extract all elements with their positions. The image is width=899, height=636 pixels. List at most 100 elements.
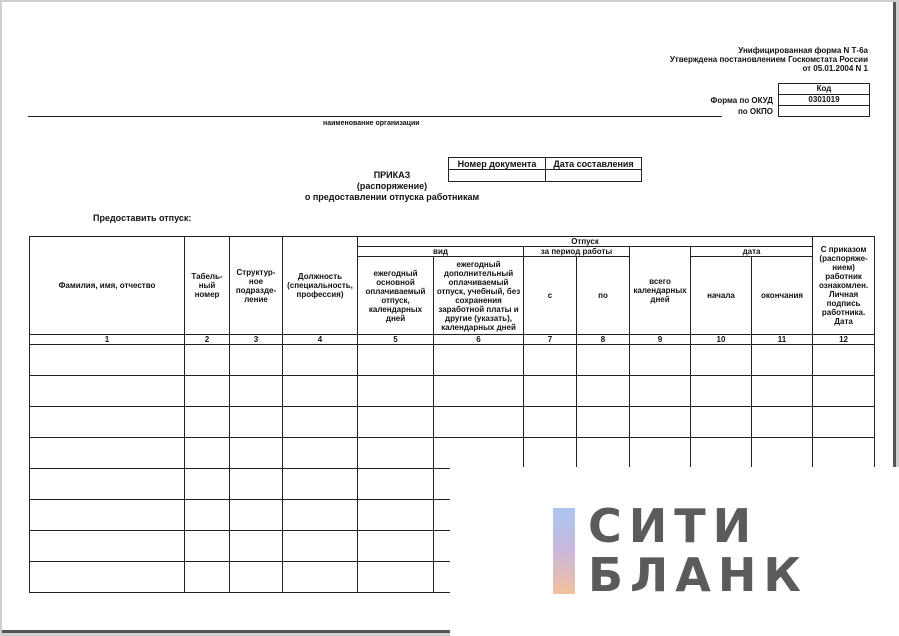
employee-cell[interactable] [576, 344, 630, 376]
document-number-table: Номер документа Дата составления [448, 157, 642, 182]
header-period-group: за период работы [523, 246, 630, 257]
employee-cell[interactable] [433, 437, 524, 469]
employee-cell[interactable] [812, 344, 876, 376]
employee-cell[interactable] [184, 468, 230, 500]
employee-cell[interactable] [433, 406, 524, 438]
employee-cell[interactable] [812, 437, 876, 469]
employee-cell[interactable] [184, 437, 230, 469]
employee-cell[interactable] [629, 437, 691, 469]
column-number: 5 [357, 334, 434, 345]
employee-cell[interactable] [229, 344, 283, 376]
employee-cell[interactable] [29, 530, 185, 562]
employee-cell[interactable] [229, 530, 283, 562]
employee-cell[interactable] [282, 561, 358, 593]
employee-cell[interactable] [29, 561, 185, 593]
employee-cell[interactable] [229, 406, 283, 438]
employee-cell[interactable] [576, 375, 630, 407]
header-date-start: начала [690, 256, 752, 335]
employee-cell[interactable] [29, 437, 185, 469]
employee-cell[interactable] [184, 344, 230, 376]
employee-cell[interactable] [629, 406, 691, 438]
employee-cell[interactable] [357, 375, 434, 407]
organization-line [28, 116, 722, 117]
employee-cell[interactable] [282, 344, 358, 376]
employee-cell[interactable] [750, 375, 814, 407]
column-number: 3 [229, 334, 283, 345]
employee-cell[interactable] [576, 437, 630, 469]
employee-cell[interactable] [229, 375, 283, 407]
employee-cell[interactable] [690, 406, 752, 438]
employee-cell[interactable] [184, 406, 230, 438]
header-date-group: дата [689, 246, 814, 257]
grant-leave-label: Предоставить отпуск: [93, 213, 192, 223]
doc-number-header: Номер документа [448, 157, 546, 170]
employee-cell[interactable] [29, 344, 185, 376]
column-number: 2 [184, 334, 230, 345]
employee-cell[interactable] [433, 375, 524, 407]
employee-cell[interactable] [184, 499, 230, 531]
order-subtitle: (распоряжение) [356, 181, 428, 191]
employee-cell[interactable] [282, 406, 358, 438]
employee-cell[interactable] [282, 499, 358, 531]
column-number: 6 [433, 334, 524, 345]
employee-cell[interactable] [357, 344, 434, 376]
employee-cell[interactable] [184, 375, 230, 407]
header-name: Фамилия, имя, отчество [29, 236, 185, 335]
employee-cell[interactable] [523, 375, 577, 407]
employee-cell[interactable] [357, 437, 434, 469]
employee-cell[interactable] [629, 344, 691, 376]
organization-caption: наименование организации [323, 120, 420, 127]
employee-cell[interactable] [229, 499, 283, 531]
okud-label: Форма по ОКУД [710, 96, 774, 105]
employee-cell[interactable] [523, 437, 577, 469]
employee-cell[interactable] [629, 375, 691, 407]
employee-cell[interactable] [690, 437, 752, 469]
employee-cell[interactable] [690, 375, 752, 407]
employee-cell[interactable] [357, 406, 434, 438]
employee-cell[interactable] [812, 375, 876, 407]
brand-logo-gradient-bar [553, 508, 575, 594]
doc-date-value [545, 169, 642, 182]
employee-cell[interactable] [433, 344, 524, 376]
brand-watermark-area [450, 467, 899, 636]
okpo-label: по ОКПО [737, 107, 773, 116]
column-numbers-row: 1 2 3 4 5 6 7 8 9 10 11 12 [29, 334, 876, 345]
employee-cell[interactable] [357, 468, 434, 500]
employee-row [29, 375, 876, 407]
employee-cell[interactable] [750, 437, 814, 469]
form-approval-date: от 05.01.2004 N 1 [802, 64, 868, 73]
employee-cell[interactable] [282, 530, 358, 562]
employee-cell[interactable] [29, 375, 185, 407]
employee-cell[interactable] [229, 561, 283, 593]
employee-cell[interactable] [282, 468, 358, 500]
employee-cell[interactable] [29, 468, 185, 500]
employee-cell[interactable] [357, 530, 434, 562]
employee-cell[interactable] [576, 406, 630, 438]
column-number: 11 [750, 334, 814, 345]
employee-cell[interactable] [750, 406, 814, 438]
header-date-end: окончания [750, 256, 814, 335]
header-tabnum: Табель-ный номер [184, 236, 230, 335]
column-number: 7 [523, 334, 577, 345]
employee-cell[interactable] [184, 530, 230, 562]
employee-cell[interactable] [690, 344, 752, 376]
employee-cell[interactable] [184, 561, 230, 593]
employee-cell[interactable] [357, 499, 434, 531]
employee-row [29, 437, 876, 469]
employee-cell[interactable] [282, 437, 358, 469]
employee-cell[interactable] [282, 375, 358, 407]
form-approval: Утверждена постановлением Госкомстата Ро… [669, 55, 868, 64]
employee-cell[interactable] [357, 561, 434, 593]
employee-cell[interactable] [29, 499, 185, 531]
employee-cell[interactable] [229, 437, 283, 469]
employee-cell[interactable] [523, 406, 577, 438]
header-acknowledgement: С приказом (распоряже-нием) работник озн… [812, 236, 876, 335]
employee-cell[interactable] [523, 344, 577, 376]
brand-word-line2: БЛАНК [588, 548, 808, 602]
okpo-value [778, 105, 870, 117]
employee-cell[interactable] [229, 468, 283, 500]
employee-cell[interactable] [750, 344, 814, 376]
employee-cell[interactable] [812, 406, 876, 438]
employee-cell[interactable] [29, 406, 185, 438]
